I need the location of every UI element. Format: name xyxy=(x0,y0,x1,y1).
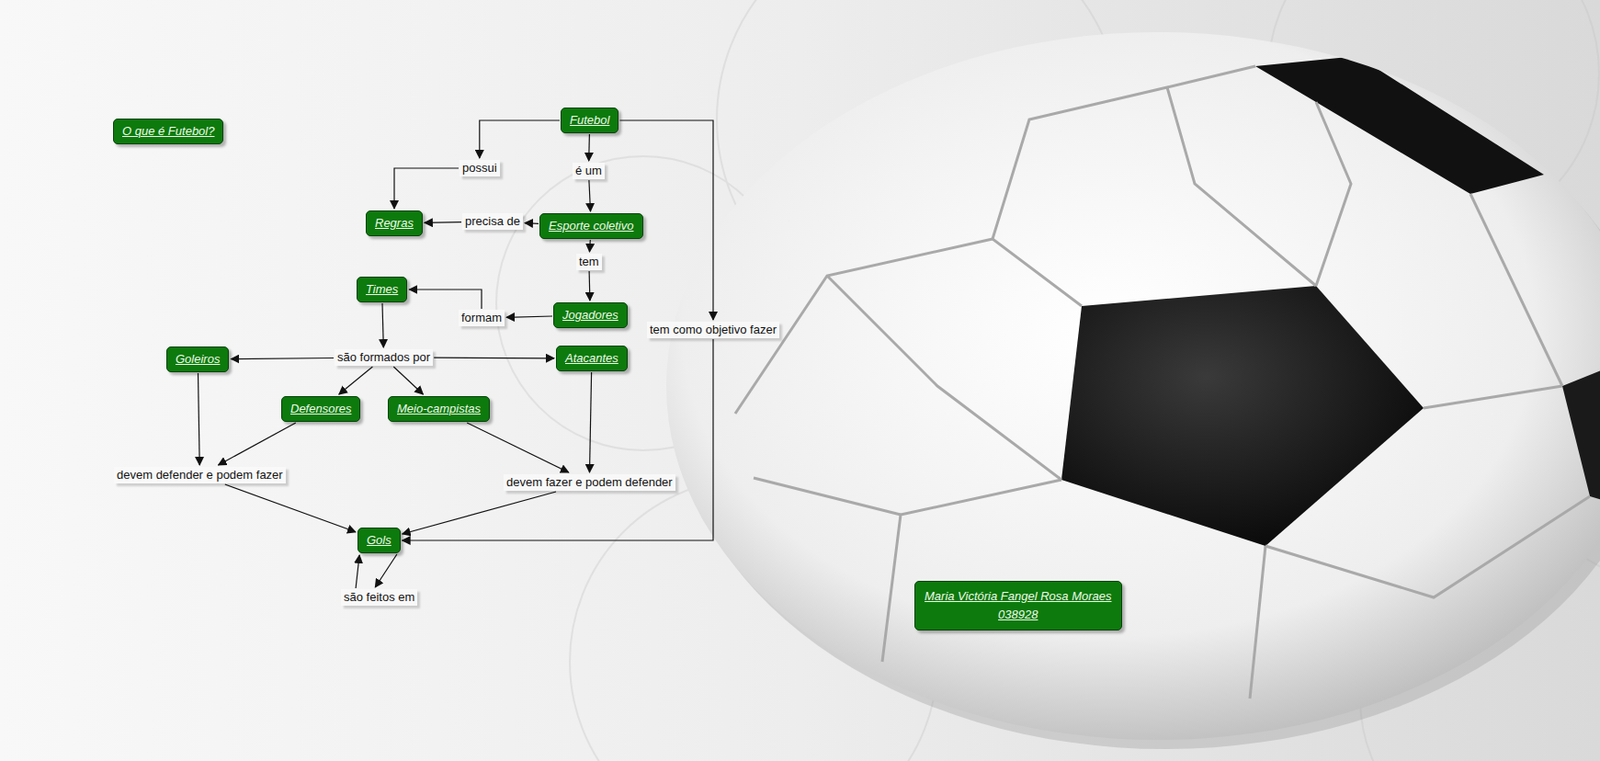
connector xyxy=(225,484,356,533)
connector xyxy=(589,180,591,212)
concept-label: Atacantes xyxy=(565,351,619,366)
concept-label: Times xyxy=(365,282,398,297)
connector xyxy=(479,120,560,159)
linking-phrase: possui xyxy=(459,159,500,177)
connector xyxy=(393,366,423,395)
concept-box: Futebol xyxy=(560,107,619,134)
concept-box: Defensores xyxy=(281,396,361,422)
concept-box: Meio-campistas xyxy=(387,396,490,422)
concept-box: Goleiros xyxy=(166,346,229,373)
connector xyxy=(355,555,360,589)
connector xyxy=(588,134,591,161)
concept-label: Esporte coletivo xyxy=(548,218,635,234)
link-label: é um xyxy=(575,163,602,179)
linking-phrase: são feitos em xyxy=(340,589,418,606)
connector xyxy=(524,222,539,225)
connector xyxy=(506,316,553,318)
concept-box: Times xyxy=(356,276,408,303)
link-label: precisa de xyxy=(465,214,521,229)
connector xyxy=(230,358,334,360)
connector xyxy=(408,289,482,309)
concept-label: Regras xyxy=(374,215,414,231)
connector xyxy=(402,491,557,534)
concept-box: Atacantes xyxy=(556,345,628,372)
concept-label: Defensores xyxy=(290,401,352,417)
link-label: devem defender e podem fazer xyxy=(116,467,284,483)
concept-label: Meio-campistas xyxy=(397,401,481,417)
link-label: formam xyxy=(461,310,502,326)
concept-label: O que é Futebol? xyxy=(122,124,215,139)
connector xyxy=(198,373,201,466)
linking-phrase: é um xyxy=(572,162,605,180)
connector xyxy=(382,303,384,348)
concept-label: 038928 xyxy=(924,605,1113,625)
concept-box: Regras xyxy=(365,210,423,237)
connector xyxy=(589,239,591,252)
linking-phrase: tem como objetivo fazer xyxy=(646,321,780,339)
link-label: devem fazer e podem defender xyxy=(506,475,673,490)
concept-label: Gols xyxy=(366,533,392,548)
concept-label: Jogadores xyxy=(562,307,619,323)
linking-phrase: tem xyxy=(576,253,602,271)
connector xyxy=(424,221,462,224)
concept-box: Gols xyxy=(357,527,401,554)
connector xyxy=(218,422,296,466)
linking-phrase: formam xyxy=(458,309,505,327)
connector xyxy=(588,271,591,301)
link-label: tem xyxy=(578,254,600,270)
connector xyxy=(394,168,459,209)
concept-box: Jogadores xyxy=(553,302,628,329)
concept-label: Goleiros xyxy=(175,351,220,367)
author-box: Maria Victória Fangel Rosa Moraes038928 xyxy=(914,580,1123,631)
connector xyxy=(339,366,374,395)
connector xyxy=(402,339,714,541)
concept-label: Maria Victória Fangel Rosa Moraes xyxy=(924,587,1113,606)
link-label: são feitos em xyxy=(343,590,415,605)
concept-box: Esporte coletivo xyxy=(539,213,644,239)
link-label: tem como objetivo fazer xyxy=(649,322,777,338)
linking-phrase: devem defender e podem fazer xyxy=(113,466,286,484)
linking-phrase: são formados por xyxy=(334,349,433,366)
link-label: são formados por xyxy=(337,350,431,365)
linking-phrase: precisa de xyxy=(462,213,523,230)
connector xyxy=(590,372,592,473)
link-label: possui xyxy=(462,160,498,176)
connector xyxy=(374,554,398,588)
connector xyxy=(466,422,569,473)
concept-label: Futebol xyxy=(569,113,610,128)
linking-phrase: devem fazer e podem defender xyxy=(503,474,676,491)
connector xyxy=(433,357,555,360)
title-box: O que é Futebol? xyxy=(113,118,224,145)
